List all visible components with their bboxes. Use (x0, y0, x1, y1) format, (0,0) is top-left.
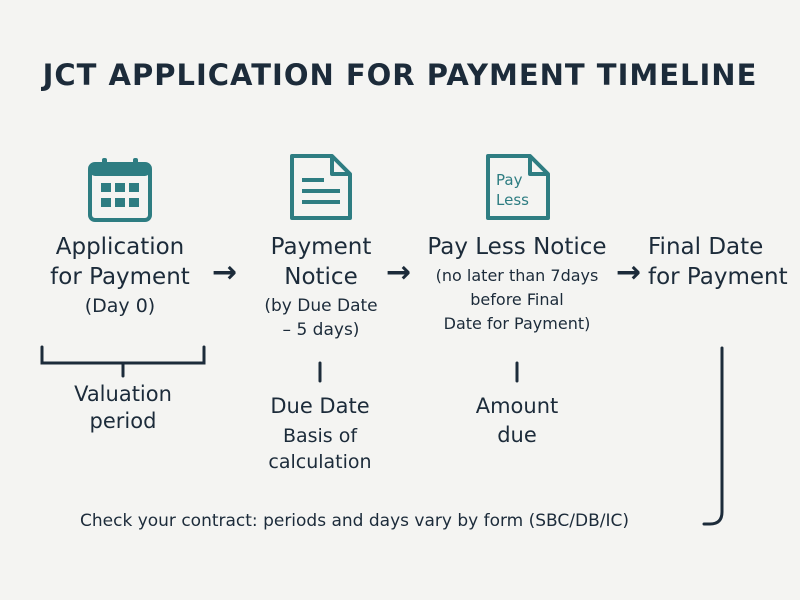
final-date-line (702, 346, 724, 526)
amount-due-label: Amount due (475, 394, 559, 447)
step-1-title: Application for Payment (50, 234, 190, 290)
pay-less-icon-text-2: Less (496, 191, 529, 209)
step-2-title: Payment Notice (270, 234, 372, 290)
calendar-icon (88, 158, 152, 222)
step-3-title: Pay Less Notice (427, 234, 607, 260)
step-1-sub: (Day 0) (84, 295, 156, 317)
diagram-title: JCT APPLICATION FOR PAYMENT TIMELINE (42, 58, 758, 92)
step-4-title: Final Date for Payment (648, 234, 788, 290)
arrow-3: → (616, 255, 642, 290)
step-2-sub: (by Due Date – 5 days) (264, 296, 378, 340)
due-date-desc: Basis of calculation (268, 425, 372, 473)
footer-note: Check your contract: periods and days va… (80, 511, 630, 531)
arrow-1: → (212, 255, 238, 290)
pay-less-document-icon: Pay Less (486, 154, 550, 220)
due-date-heading: Due Date (270, 394, 370, 418)
document-icon (290, 154, 352, 220)
valuation-bracket (40, 345, 206, 365)
arrow-2: → (386, 255, 412, 290)
pay-less-icon-text-1: Pay (496, 171, 523, 189)
step-3-sub: (no later than 7days before Final Date f… (435, 266, 599, 333)
valuation-label: Valuation period (74, 382, 172, 433)
